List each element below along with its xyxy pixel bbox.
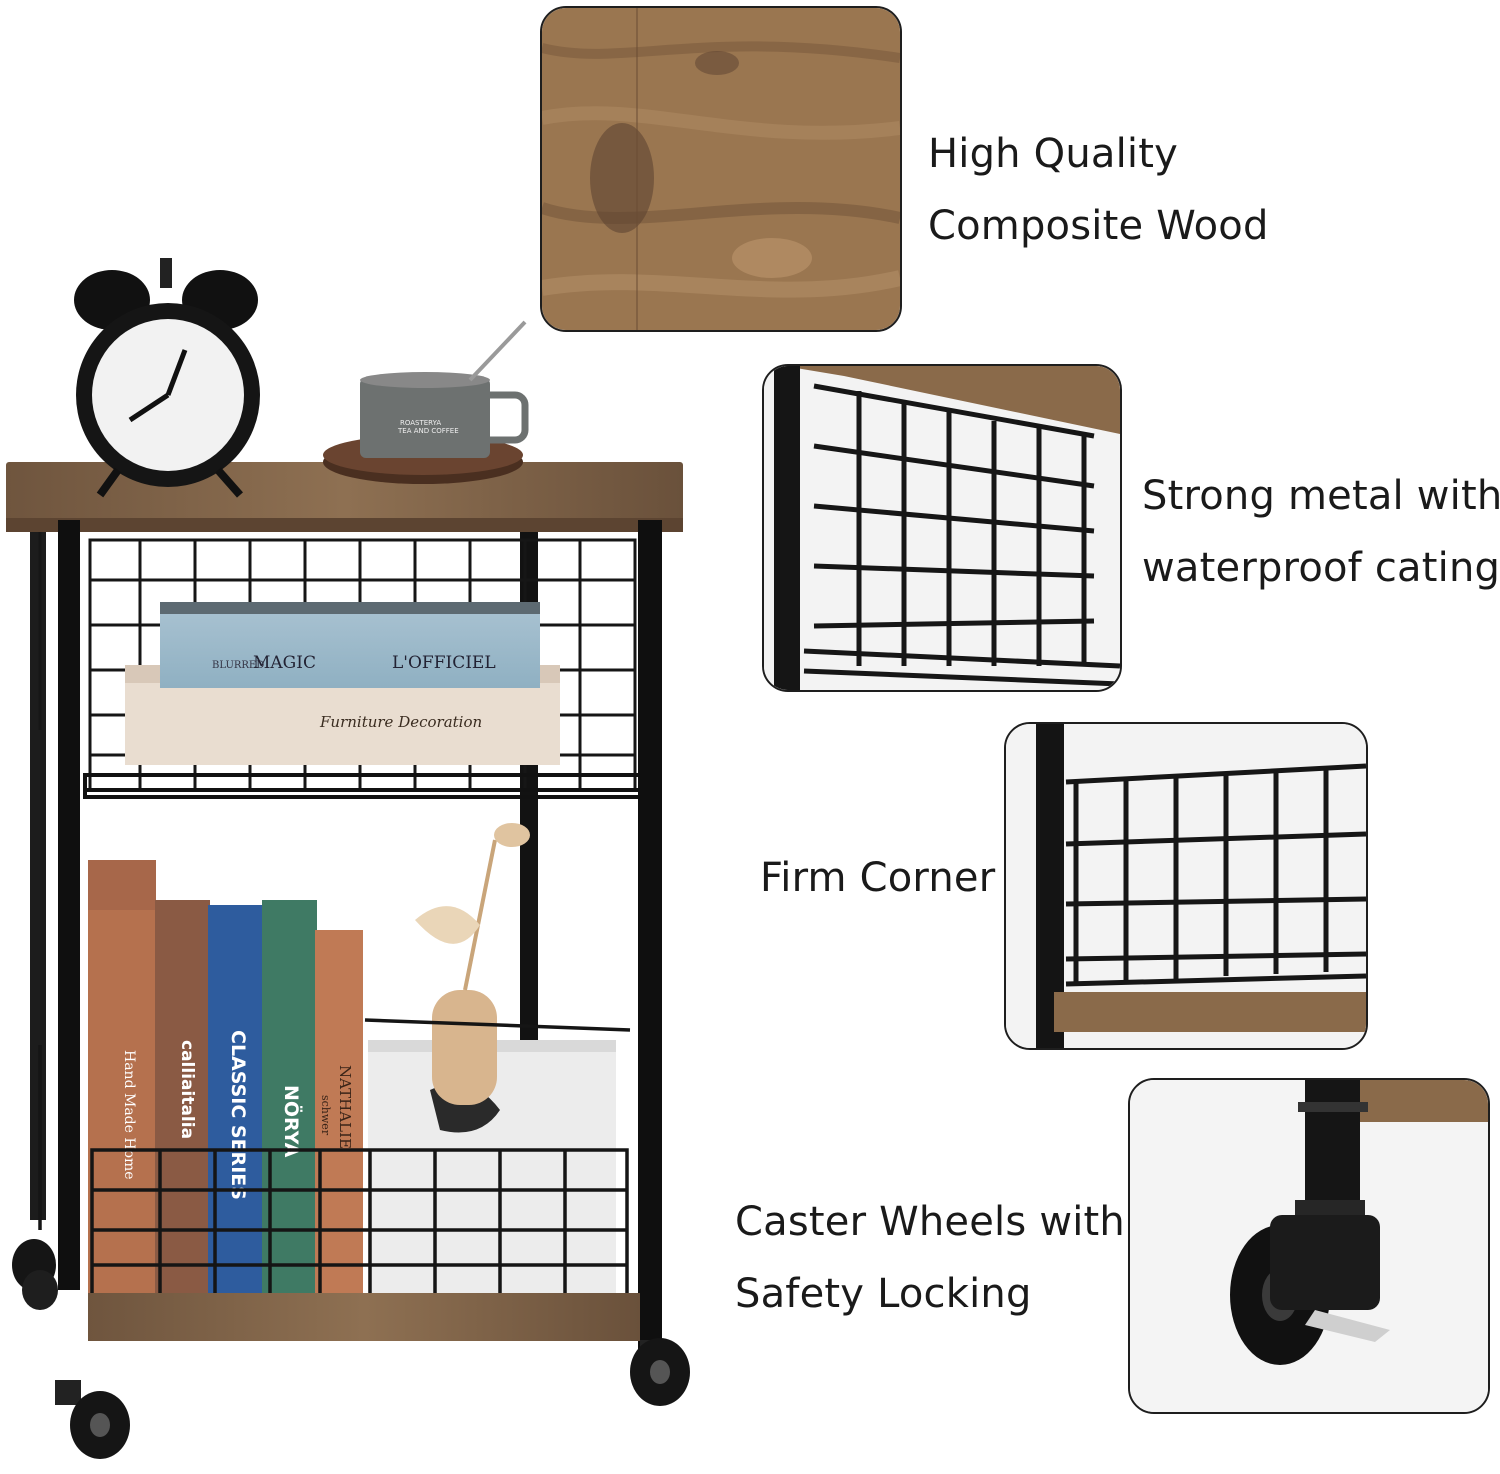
bottom-board xyxy=(88,1293,640,1341)
feature-label-wheels: Caster Wheels with Safety Locking xyxy=(735,1186,1125,1330)
coffee-mug-icon: ROASTERYA TEA AND COFFEE xyxy=(323,320,529,484)
lower-basket-grid xyxy=(38,1018,631,1302)
svg-text:schwer: schwer xyxy=(319,1095,332,1136)
wire-basket-closeup-icon xyxy=(764,366,1120,690)
svg-text:NÖRYA: NÖRYA xyxy=(280,1085,304,1158)
front-left-leg xyxy=(58,520,80,1290)
feature-label-corner: Firm Corner xyxy=(760,842,995,914)
svg-text:NATHALIE: NATHALIE xyxy=(336,1065,354,1149)
lower-books: Hand Made Home calliaitalia CLASSIC SERI… xyxy=(88,860,616,1310)
top-books: Furniture Decoration BLURRED MAGIC L'OFF… xyxy=(125,602,560,765)
wood-grain-swatch-icon xyxy=(542,8,900,330)
svg-text:calliaitalia: calliaitalia xyxy=(177,1040,197,1139)
wheel-detail-panel xyxy=(1128,1078,1490,1414)
feature-label-wood: High Quality Composite Wood xyxy=(928,118,1269,262)
feature-label-metal: Strong metal with waterproof cating xyxy=(1142,460,1500,604)
feature-label-metal-line-2: waterproof cating xyxy=(1142,545,1500,591)
svg-text:MAGIC: MAGIC xyxy=(253,653,316,673)
svg-text:CLASSIC SERIES: CLASSIC SERIES xyxy=(227,1030,249,1200)
svg-text:Hand Made Home: Hand Made Home xyxy=(121,1050,137,1180)
feature-label-wood-line-2: Composite Wood xyxy=(928,203,1269,249)
feature-label-metal-line-1: Strong metal with xyxy=(1142,473,1500,519)
svg-text:ROASTERYA: ROASTERYA xyxy=(400,419,441,427)
corner-detail-panel xyxy=(1004,722,1368,1050)
alarm-clock-icon xyxy=(74,258,260,498)
flower-vase-icon xyxy=(415,823,530,1105)
feature-label-corner-line-1: Firm Corner xyxy=(760,855,996,901)
product-cart-image: Furniture Decoration BLURRED MAGIC L'OFF… xyxy=(0,250,720,1470)
front-right-leg xyxy=(638,520,662,1350)
basket-corner-closeup-icon xyxy=(1006,724,1366,1048)
svg-text:TEA AND COFFEE: TEA AND COFFEE xyxy=(397,427,459,435)
svg-text:Furniture Decoration: Furniture Decoration xyxy=(319,713,482,731)
caster-wheels-icon xyxy=(12,1239,690,1459)
wood-detail-panel xyxy=(540,6,902,332)
metal-detail-panel xyxy=(762,364,1122,692)
feature-label-wood-line-1: High Quality xyxy=(928,131,1178,177)
feature-label-wheels-line-1: Caster Wheels with xyxy=(735,1199,1125,1245)
svg-text:BLURRED: BLURRED xyxy=(212,660,264,671)
svg-text:L'OFFICIEL: L'OFFICIEL xyxy=(392,653,496,673)
feature-label-wheels-line-2: Safety Locking xyxy=(735,1271,1032,1317)
caster-wheel-closeup-icon xyxy=(1130,1080,1488,1412)
